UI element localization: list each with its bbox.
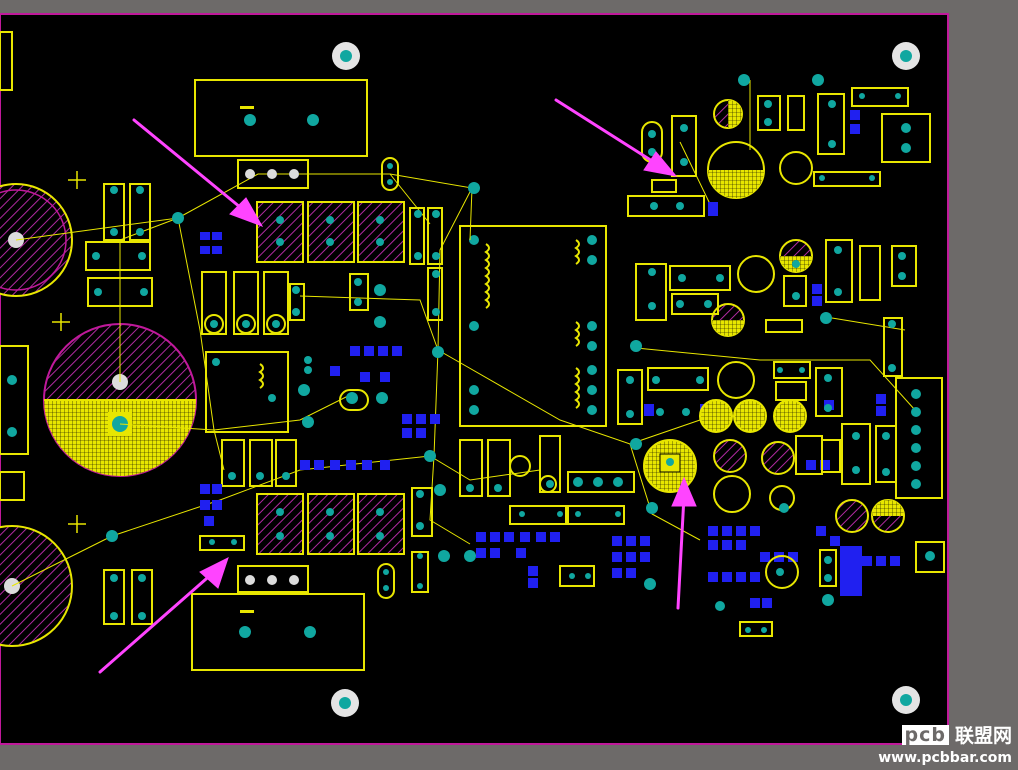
transistor-array-bottom[interactable] — [256, 493, 405, 555]
capacitor-large-3[interactable] — [0, 525, 73, 647]
transistor-array-top[interactable] — [256, 201, 405, 263]
crosshair-icon — [52, 171, 86, 533]
resistor-group-left[interactable] — [85, 183, 153, 625]
watermark-logo: pcb — [901, 724, 949, 745]
heatsink-top[interactable] — [194, 79, 368, 157]
capacitor-large-2[interactable] — [43, 323, 197, 477]
pointer-arrow-icon — [98, 98, 697, 674]
smd-components[interactable] — [200, 110, 900, 608]
capacitor-large-1[interactable] — [0, 183, 73, 297]
capacitors-right[interactable] — [643, 99, 905, 589]
watermark-cn-text: 联盟网 — [954, 725, 1012, 747]
watermark-url: www.pcbbar.com — [878, 750, 1012, 766]
watermark: pcb 联盟网 — [901, 721, 1012, 748]
transformer[interactable] — [459, 225, 607, 427]
heatsink-bottom[interactable] — [191, 593, 365, 671]
mounting-hole-icon — [331, 42, 920, 717]
